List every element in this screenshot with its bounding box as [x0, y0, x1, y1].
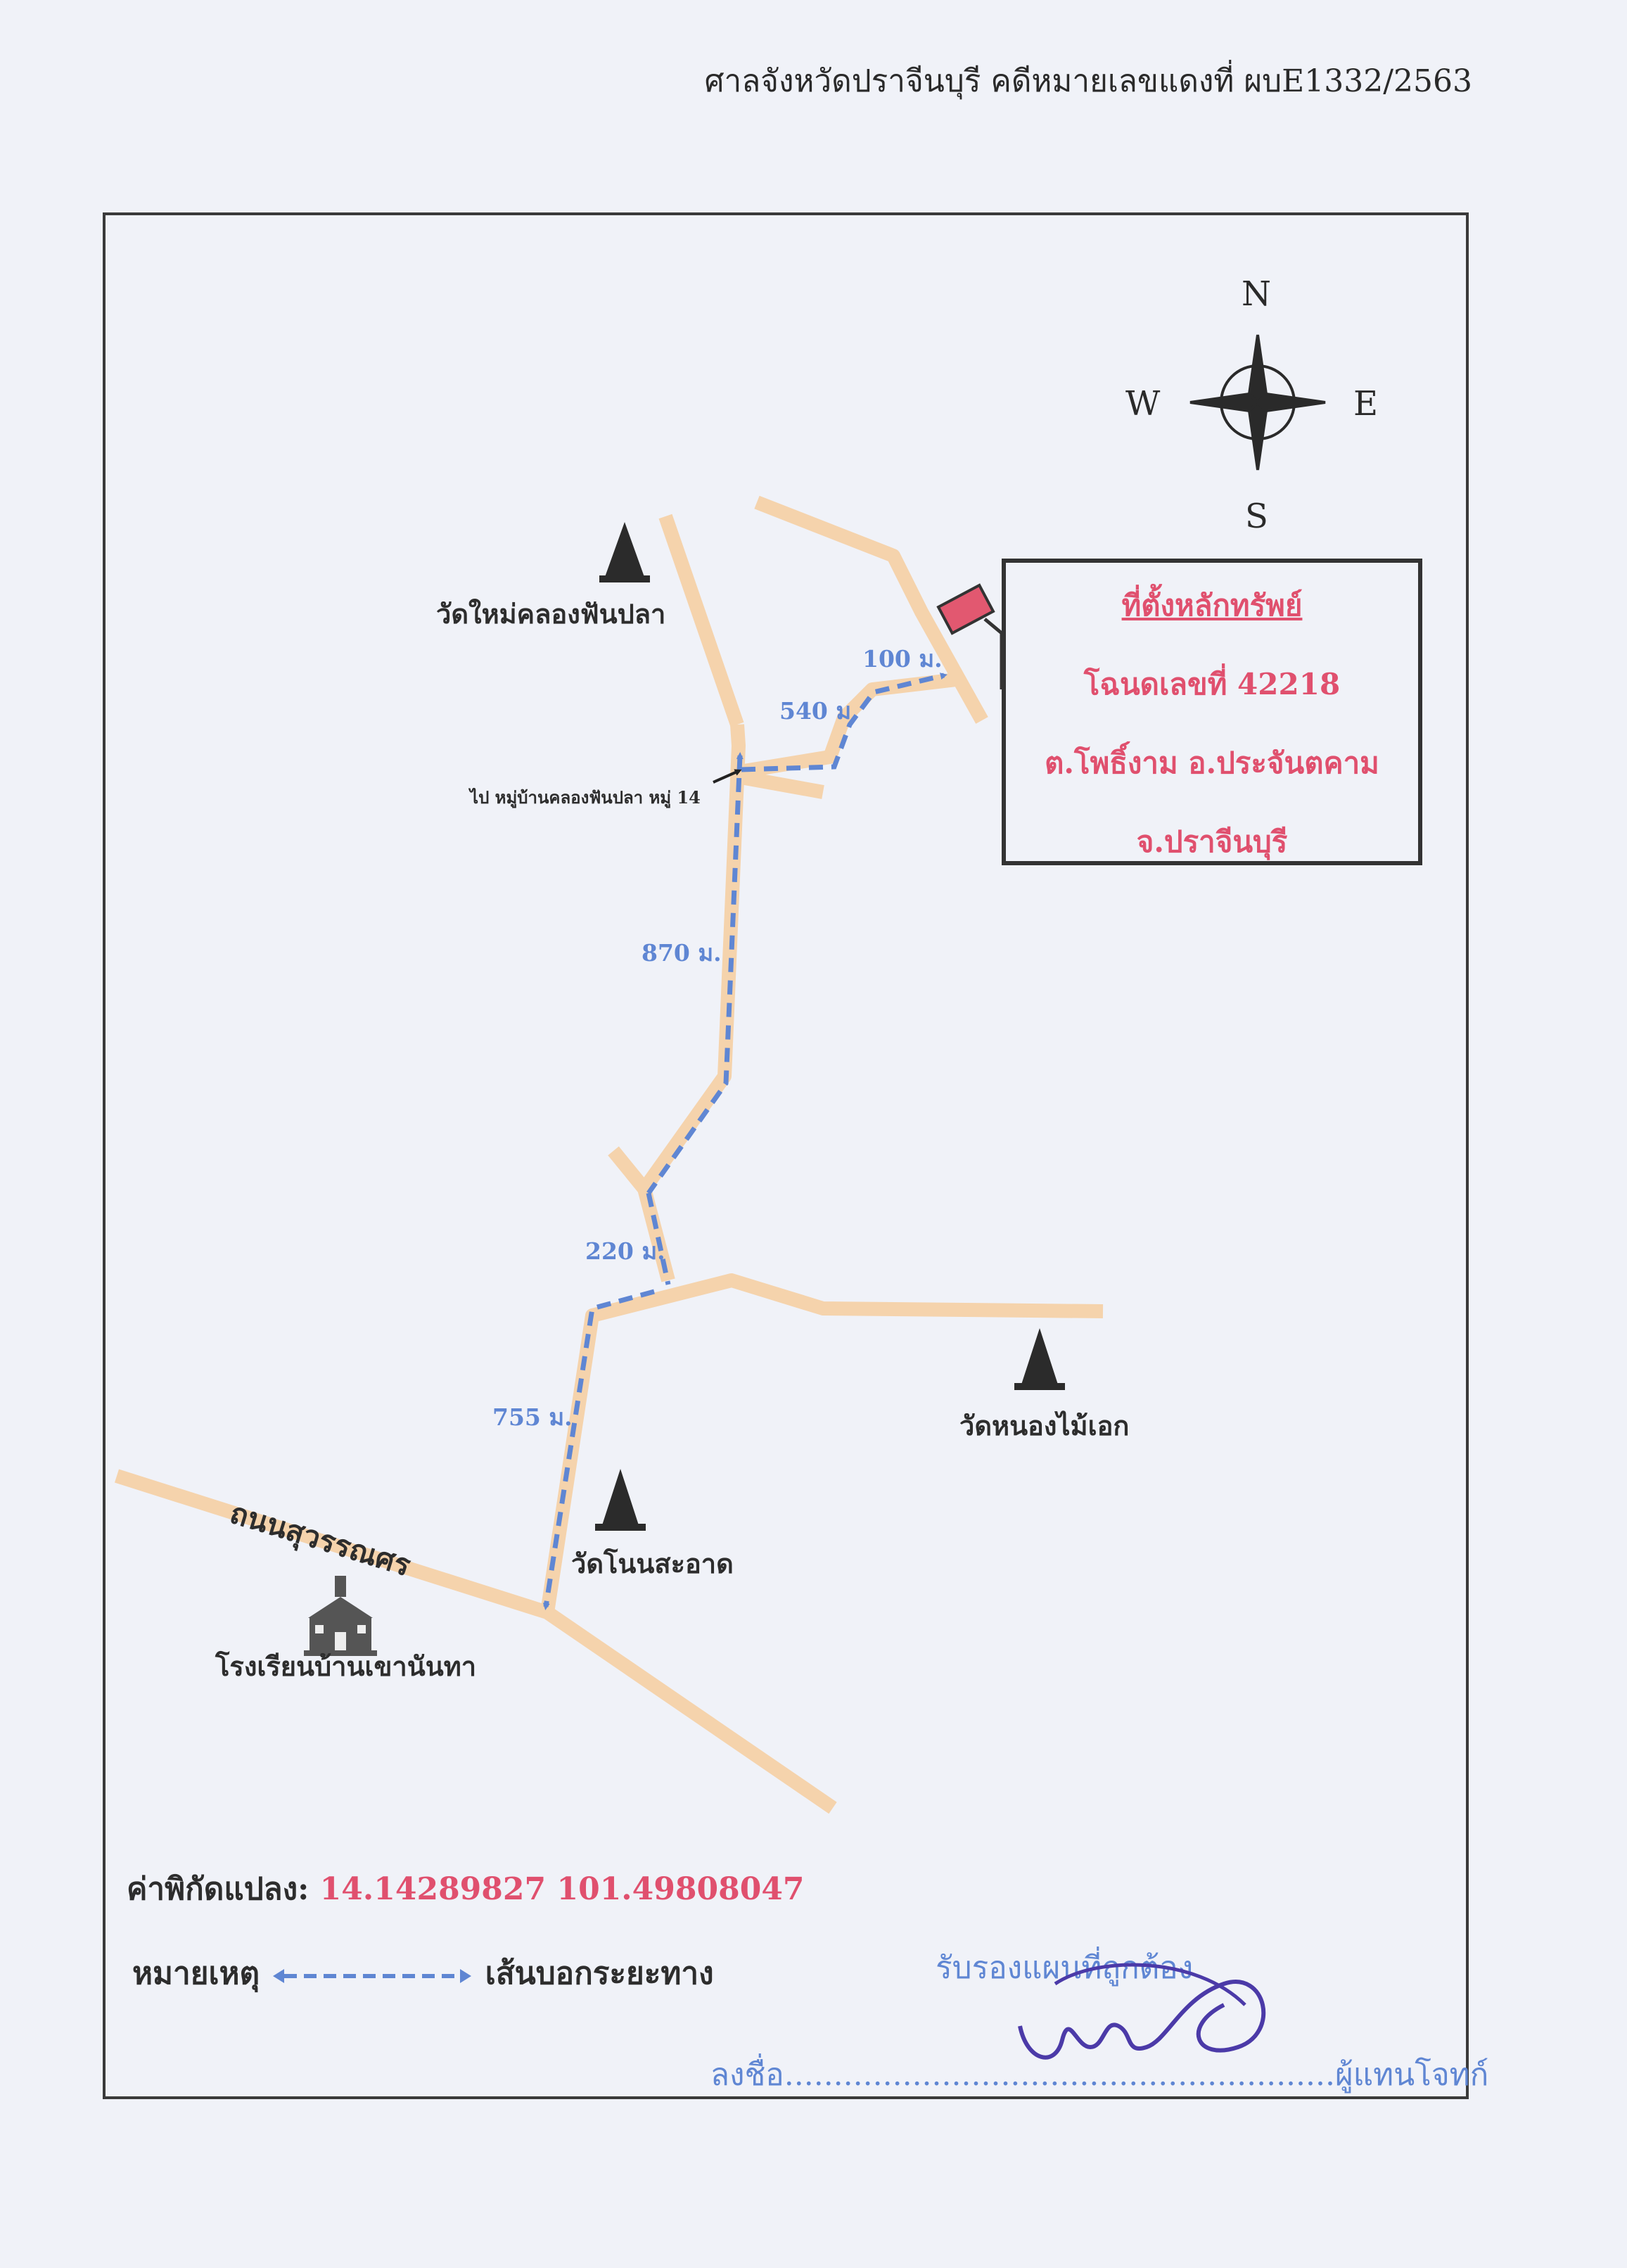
province-label: จ.ปราจีนบุรี: [1136, 824, 1288, 859]
school-icon: [304, 1576, 377, 1656]
legend-description: เส้นบอกระยะทาง: [485, 1956, 714, 1992]
distance-540: 540 ม.: [779, 697, 860, 725]
map-frame: [103, 212, 1469, 2099]
route-220: [646, 1192, 671, 1285]
compass-icon: [1189, 334, 1326, 471]
compass-south: S: [1245, 497, 1268, 536]
signature-line: ลงชื่อ..................................…: [710, 2050, 1488, 2099]
temple-icon-wat-nong: [1014, 1328, 1065, 1390]
distance-870: 870 ม.: [642, 939, 722, 967]
wat-nong-label: วัดหนองไม้เอก: [959, 1410, 1130, 1441]
sign-dots: ........................................…: [784, 2057, 1335, 2093]
temple-icon-wat-mai: [599, 522, 650, 582]
coordinates-label: ค่าพิกัดแปลง:: [127, 1871, 310, 1907]
sign-label: ลงชื่อ: [710, 2057, 784, 2093]
route-870: [646, 752, 744, 1195]
signature-mark: [1018, 1963, 1266, 2060]
road-crossing: [736, 770, 824, 799]
main-highway: [114, 1469, 837, 1814]
temple-icon-wat-non: [595, 1469, 646, 1531]
village-road-spur: [608, 1146, 650, 1194]
distance-220: 220 ม.: [585, 1237, 665, 1265]
route-path: [542, 673, 948, 1610]
distance-755: 755 ม.: [492, 1403, 573, 1431]
wat-mai-label: วัดใหม่คลองฟันปลา: [436, 598, 666, 630]
legend: หมายเหตุ เส้นบอกระยะทาง: [132, 1949, 714, 1998]
village-pointer-arrow: [713, 769, 742, 784]
case-header: ศาลจังหวัดปราจีนบุรี คดีหมายเลขแดงที่ ผบ…: [704, 63, 1472, 99]
subdistrict-label: ต.โพธิ์งาม อ.ประจันตคาม: [1045, 746, 1379, 780]
property-title: ที่ตั้งหลักทรัพย์: [1121, 588, 1303, 623]
plot-coordinates: ค่าพิกัดแปลง: 14.14289827 101.49808047: [127, 1864, 805, 1913]
compass-north: N: [1242, 274, 1271, 314]
deed-number: โฉนดเลขที่ 42218: [1083, 667, 1341, 701]
legend-dashed-arrow-icon: [273, 1968, 472, 1983]
wat-non-label: วัดโนนสะอาด: [571, 1548, 734, 1579]
route-540: [741, 673, 948, 772]
school-label: โรงเรียนบ้านเขานันทา: [215, 1650, 477, 1682]
distance-100: 100 ม.: [862, 645, 943, 673]
road-west-branch: [658, 514, 744, 727]
compass-west: W: [1125, 384, 1161, 423]
property-info-box: ที่ตั้งหลักทรัพย์ โฉนดเลขที่ 42218 ต.โพธ…: [1002, 559, 1422, 865]
road-northeast: [754, 495, 988, 724]
coordinates-value: 14.14289827 101.49808047: [319, 1871, 805, 1907]
legend-label: หมายเหตุ: [132, 1956, 260, 1992]
sign-role: ผู้แทนโจทก์: [1334, 2057, 1489, 2093]
compass-east: E: [1353, 384, 1379, 423]
roads: [114, 495, 1104, 1814]
village-pointer-label: ไป หมู่บ้านคลองฟันปลา หมู่ 14: [470, 787, 701, 808]
